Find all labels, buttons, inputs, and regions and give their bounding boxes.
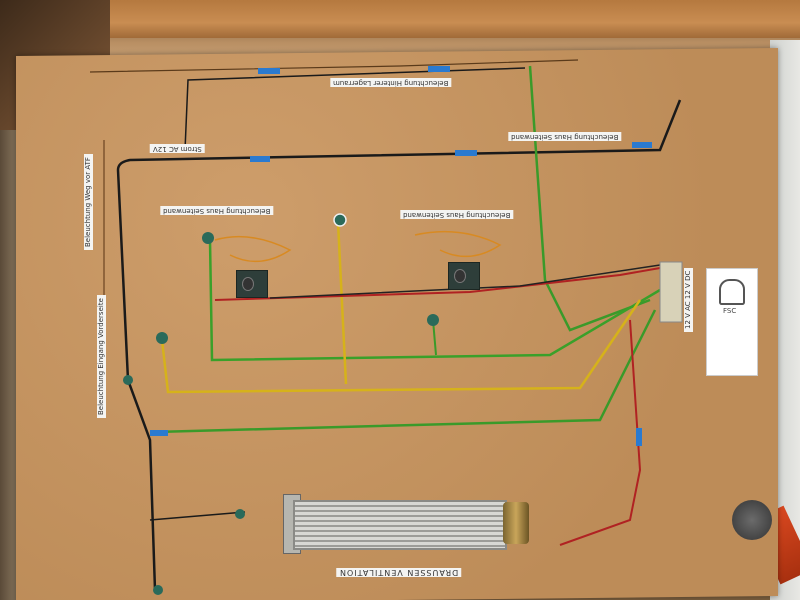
lamp-socket [202,232,214,244]
green-wire [208,239,661,362]
fsc-sticker: FSC [706,268,758,376]
lamp-socket [235,509,245,519]
blue-connector [428,66,450,72]
lamp-socket [156,332,168,344]
blue-connector [250,156,270,162]
label-left-top: Strom AC 12V [150,144,205,153]
sticker-text: FSC [723,307,737,315]
black-wire [149,511,246,521]
crossflow-fan [283,492,533,554]
orange-wire-tangle [214,235,292,263]
label-bottom: DRAUSSEN VENTILATION [336,568,462,577]
green-wire [528,65,651,332]
fan-body [293,500,507,550]
blue-connector [258,68,280,74]
blue-connector [636,428,642,446]
blue-connector [150,430,168,436]
yellow-wire [336,221,348,385]
label-board-left: Beleuchtung Haus Seitenwand [160,206,274,215]
blue-connector [455,150,477,156]
fan-motor [503,502,529,544]
label-right-vertical: 12 V AC 12 V DC [684,267,693,332]
label-board-right: Beleuchtung Haus Seitenwand [400,210,514,219]
power-plug [732,500,772,540]
wooden-beam [60,0,800,38]
circuit-board-right [448,262,480,290]
circuit-board-left [236,270,268,298]
black-wire [116,169,157,591]
fsc-tree-icon [719,279,745,305]
black-wire [184,67,526,151]
label-right-top: Beleuchtung Haus Seitenwand [508,132,622,141]
lamp-socket [153,585,163,595]
blue-connector [632,142,652,148]
label-left-mid-vertical: Beleuchtung Eingang Vorderseite [97,295,106,418]
red-wire [214,267,661,301]
lamp-socket [123,375,133,385]
lamp-socket [333,213,347,227]
black-wire [269,264,661,299]
terminal-block [659,261,683,323]
label-left-vertical: Beleuchtung Weg vor ATF [84,154,93,250]
lamp-socket [427,314,439,326]
red-wire [559,319,642,546]
black-wire [116,99,682,171]
orange-wire-tangle [414,230,502,258]
green-wire [154,309,657,434]
yellow-wire [160,299,642,394]
label-top: Beleuchtung Hinterer Lagerraum [330,78,452,87]
brown-wire [89,59,579,73]
